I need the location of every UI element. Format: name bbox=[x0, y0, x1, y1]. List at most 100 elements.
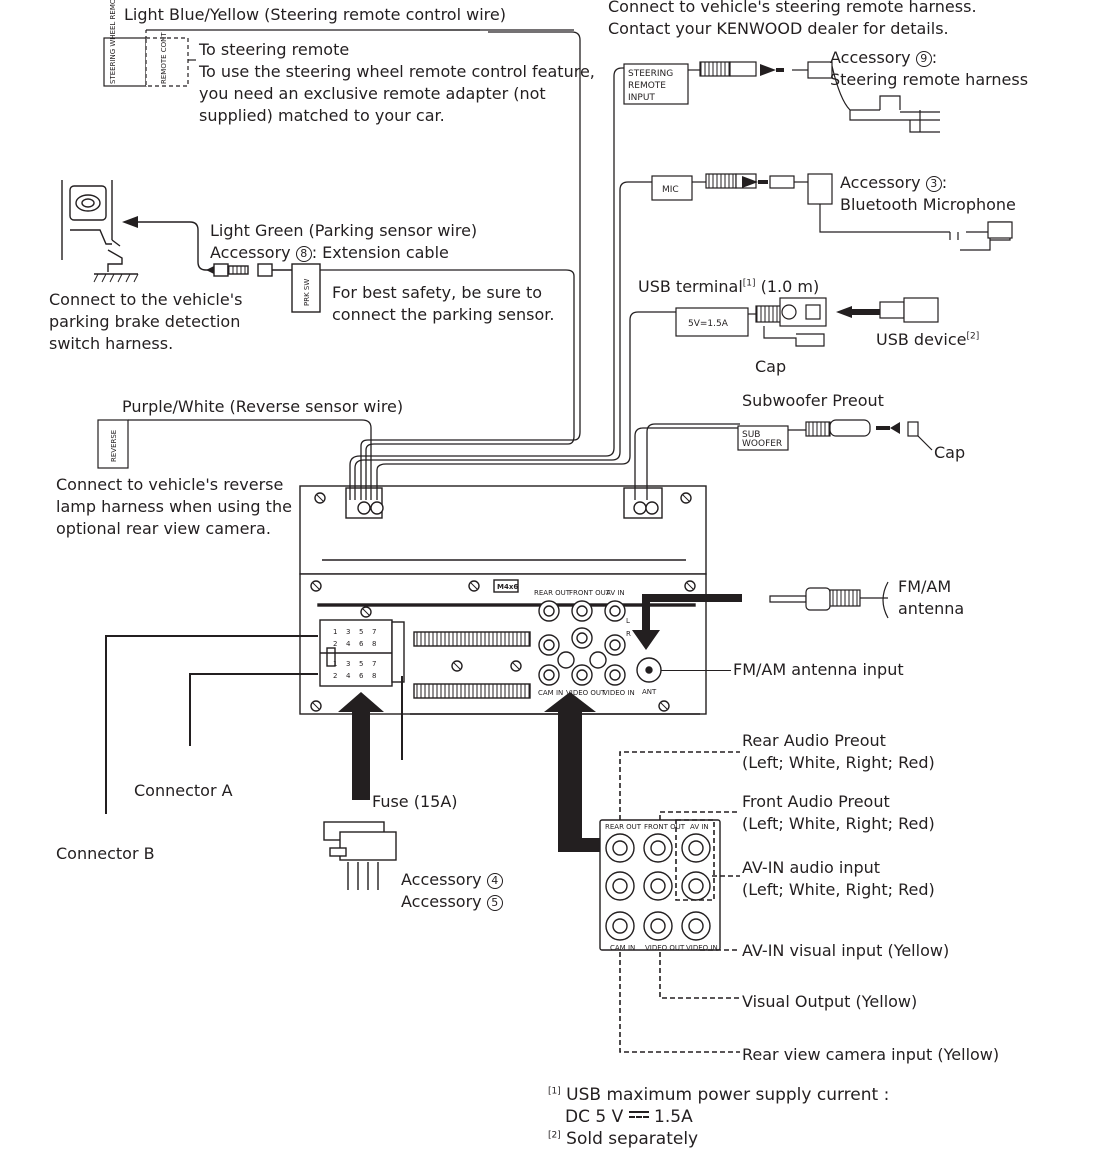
pin-1: 1 bbox=[333, 628, 337, 636]
acc3-number: 3 bbox=[925, 176, 942, 192]
fm-am-antenna-2: antenna bbox=[898, 599, 965, 618]
fm-antenna-plug bbox=[769, 581, 889, 619]
tag-steering-2: REMOTE bbox=[628, 81, 666, 91]
head-unit bbox=[299, 485, 707, 715]
tag-r: R bbox=[626, 630, 631, 638]
pin-b2: 2 bbox=[333, 672, 337, 680]
acc9-number: 9 bbox=[915, 51, 932, 67]
fm-input-leader bbox=[661, 670, 731, 671]
panel-tag-front-out: FRONT OUT bbox=[644, 823, 686, 831]
avin-audio-2: (Left; White, Right; Red) bbox=[742, 880, 935, 899]
reverse-desc-1: Connect to vehicle's reverse bbox=[56, 475, 284, 494]
steering-remote-input-box bbox=[623, 61, 940, 133]
acc9-prefix: Accessory bbox=[830, 48, 911, 67]
steering-wire-label: Light Blue/Yellow (Steering remote contr… bbox=[124, 5, 506, 24]
acc3-name: Bluetooth Microphone bbox=[840, 195, 1016, 214]
pin-2: 2 bbox=[333, 640, 337, 648]
steering-harness-note-2: Contact your KENWOOD dealer for details. bbox=[608, 19, 949, 38]
tag-sub-2: WOOFER bbox=[742, 439, 782, 449]
footnotes: [1] USB maximum power supply current : D… bbox=[548, 1084, 889, 1150]
pin-b1: 1 bbox=[333, 660, 337, 668]
pin-7: 7 bbox=[372, 628, 376, 636]
acc4-prefix: Accessory bbox=[401, 870, 482, 889]
reverse-box bbox=[97, 419, 129, 469]
parking-safety-2: connect the parking sensor. bbox=[332, 305, 555, 324]
acc4-number: 4 bbox=[486, 873, 503, 889]
acc9-suffix: : bbox=[931, 48, 938, 67]
tag-front-out: FRONT OUT bbox=[569, 589, 611, 597]
sub-cap-label: Cap bbox=[934, 443, 966, 462]
unit-rca-jacks bbox=[538, 600, 626, 686]
fm-am-antenna-label: FM/AM antenna bbox=[898, 576, 964, 620]
tag-mic: MIC bbox=[662, 185, 679, 195]
panel-tag-cam-in: CAM IN bbox=[610, 944, 635, 952]
tag-rear-out: REAR OUT bbox=[534, 589, 571, 597]
rear-camera-label: Rear view camera input (Yellow) bbox=[742, 1045, 1000, 1064]
tag-sub-1: SUB bbox=[742, 430, 760, 440]
parking-brake-3: switch harness. bbox=[49, 334, 174, 353]
usb-device-ref: [2] bbox=[966, 331, 980, 342]
dc-symbol-icon bbox=[628, 1111, 649, 1118]
pin-b3: 3 bbox=[346, 660, 350, 668]
pin-3: 3 bbox=[346, 628, 350, 636]
tag-usb-power: 5V=1.5A bbox=[688, 319, 729, 329]
reverse-wire-label: Purple/White (Reverse sensor wire) bbox=[122, 397, 404, 416]
pin-4: 4 bbox=[346, 640, 351, 648]
connector-leaders bbox=[105, 635, 403, 814]
fuse-label: Fuse (15A) bbox=[372, 792, 458, 811]
usb-terminal: USB terminal bbox=[638, 277, 743, 296]
usb-terminal-label: USB terminal[1] (1.0 m) bbox=[638, 276, 819, 298]
acc8-number: 8 bbox=[295, 246, 312, 262]
avin-audio-label: AV-IN audio input (Left; White, Right; R… bbox=[742, 857, 935, 901]
acc8-suffix: : Extension cable bbox=[311, 243, 449, 262]
tag-reverse: REVERSE bbox=[110, 430, 118, 462]
steering-to-remote: To steering remote bbox=[199, 40, 350, 59]
rear-preout-1: Rear Audio Preout bbox=[742, 731, 886, 750]
usb-device-label: USB device[2] bbox=[876, 329, 979, 351]
accessory-4-5-label: Accessory 4 Accessory 5 bbox=[401, 869, 503, 913]
pin-b4: 4 bbox=[346, 672, 351, 680]
acc3-suffix: : bbox=[941, 173, 948, 192]
acc8-prefix: Accessory bbox=[210, 243, 291, 262]
tag-screw: M4x6 bbox=[497, 583, 518, 591]
front-preout-label: Front Audio Preout (Left; White, Right; … bbox=[742, 791, 935, 835]
steering-remote-connector bbox=[103, 29, 574, 87]
pin-6: 6 bbox=[359, 640, 364, 648]
acc3-prefix: Accessory bbox=[840, 173, 921, 192]
footnote2-ref: [2] bbox=[548, 1130, 561, 1141]
rear-preout-label: Rear Audio Preout (Left; White, Right; R… bbox=[742, 730, 935, 774]
steering-desc-3: supplied) matched to your car. bbox=[199, 106, 445, 125]
accessory-9-label: Accessory 9: Steering remote harness bbox=[830, 47, 1028, 91]
parking-brake-2: parking brake detection bbox=[49, 312, 241, 331]
usb-terminal-ref: [1] bbox=[742, 278, 756, 289]
steering-harness-note-1: Connect to vehicle's steering remote har… bbox=[608, 0, 977, 16]
tag-steering-wheel-remote-input: STEERING WHEEL REMOTE INPUT bbox=[109, 0, 117, 84]
footnote1-line2a: DC 5 V bbox=[565, 1107, 624, 1127]
tag-steering-3: INPUT bbox=[628, 93, 655, 103]
tag-video-out: VIDEO OUT bbox=[566, 689, 606, 697]
fm-am-antenna-1: FM/AM bbox=[898, 577, 952, 596]
usb-device: USB device bbox=[876, 330, 967, 349]
subwoofer-preout-label: Subwoofer Preout bbox=[742, 391, 884, 410]
tag-ant: ANT bbox=[642, 688, 657, 696]
panel-tag-video-out: VIDEO OUT bbox=[645, 944, 685, 952]
pin-b5: 5 bbox=[359, 660, 363, 668]
parking-safety-1: For best safety, be sure to bbox=[332, 283, 543, 302]
tag-l: L bbox=[626, 617, 630, 625]
pin-5: 5 bbox=[359, 628, 363, 636]
rear-preout-2: (Left; White, Right; Red) bbox=[742, 753, 935, 772]
connector-a-label: Connector A bbox=[134, 781, 233, 800]
connector-b-label: Connector B bbox=[56, 844, 155, 863]
arrows bbox=[122, 64, 900, 852]
parking-wire: Light Green (Parking sensor wire) bbox=[210, 221, 478, 240]
panel-tag-rear-out: REAR OUT bbox=[605, 823, 642, 831]
steering-harness-note: Connect to vehicle's steering remote har… bbox=[608, 0, 977, 40]
parking-brake-1: Connect to the vehicle's bbox=[49, 290, 243, 309]
footnote2: Sold separately bbox=[566, 1129, 699, 1149]
parking-wire-label: Light Green (Parking sensor wire) Access… bbox=[210, 220, 477, 264]
tag-steering-1: STEERING bbox=[628, 69, 673, 79]
avin-audio-1: AV-IN audio input bbox=[742, 858, 881, 877]
acc5-prefix: Accessory bbox=[401, 892, 482, 911]
pin-b7: 7 bbox=[372, 660, 376, 668]
